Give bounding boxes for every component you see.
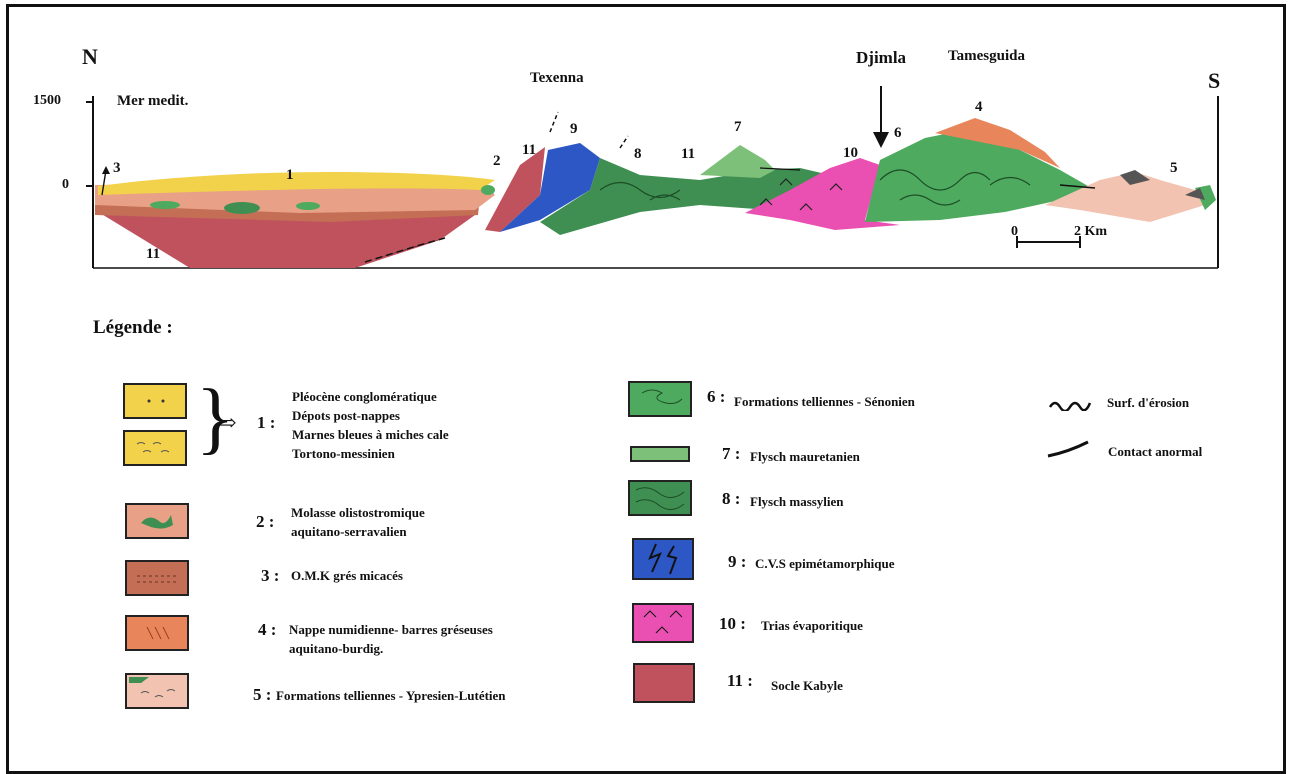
legend-7-num: 7 : [722, 444, 740, 464]
swatch-5 [125, 673, 189, 709]
legend-8-num: 8 : [722, 489, 740, 509]
unit-label-6: 6 [894, 125, 902, 142]
swatch-8 [628, 480, 692, 516]
swatch-7 [630, 446, 690, 462]
y-tick-0: 0 [62, 177, 69, 193]
legend-erosion-text: Surf. d'érosion [1107, 393, 1189, 412]
unit-label-4: 4 [975, 99, 983, 116]
unit-6-senonien [865, 128, 1095, 222]
place-djimla: Djimla [856, 48, 906, 68]
legend-1-num: 1 : [257, 413, 275, 433]
unit-label-2: 2 [493, 153, 501, 170]
scale-end: 2 Km [1074, 224, 1107, 240]
legend-3-text: O.M.K grés micacés [291, 566, 403, 585]
legend-6-text: Formations telliennes - Sénonien [734, 392, 915, 411]
arrow-icon: ⇨ [218, 410, 236, 436]
place-tamesguida: Tamesguida [948, 48, 1025, 65]
scale-start: 0 [1011, 224, 1018, 240]
swatch-4 [125, 615, 189, 651]
swatch-1b [123, 430, 187, 466]
legend-1-text: Pléocène conglomératique Dépots post-nap… [292, 387, 449, 463]
legend-6-num: 6 : [707, 387, 725, 407]
legend-2-text: Molasse olistostromique aquitano-serrava… [291, 503, 425, 541]
legend-2-num: 2 : [256, 512, 274, 532]
unit-7-mauretanien [700, 145, 775, 178]
unit-label-11c: 11 [146, 246, 160, 263]
swatch-9 [632, 538, 694, 580]
south-label: S [1208, 68, 1220, 94]
unit-label-5: 5 [1170, 160, 1178, 177]
legend-11-text: Socle Kabyle [771, 676, 843, 695]
djimla-arrow-icon [873, 132, 889, 148]
place-texenna: Texenna [530, 70, 584, 87]
erosion-surface-icon [1048, 395, 1094, 411]
unit-label-7: 7 [734, 119, 742, 136]
legend-4-num: 4 : [258, 620, 276, 640]
abnormal-contact-icon [1046, 440, 1092, 460]
legend-contact-text: Contact anormal [1108, 442, 1202, 461]
unit-label-3: 3 [113, 160, 121, 177]
swatch-2 [125, 503, 189, 539]
swatch-11 [633, 663, 695, 703]
unit-label-9: 9 [570, 121, 578, 138]
legend-10-text: Trias évaporitique [761, 616, 863, 635]
legend-10-num: 10 : [719, 614, 746, 634]
legend-4-text: Nappe numidienne- barres gréseuses aquit… [289, 620, 493, 658]
swatch-6 [628, 381, 692, 417]
place-sea: Mer medit. [117, 93, 188, 110]
swatch-3 [125, 560, 189, 596]
legend-11-num: 11 : [727, 671, 753, 691]
legend-5-text: Formations telliennes - Ypresien-Lutétie… [276, 686, 506, 705]
north-label: N [82, 44, 98, 70]
unit-label-11b: 11 [681, 146, 695, 163]
y-tick-1500: 1500 [33, 93, 61, 109]
swatch-1a [123, 383, 187, 419]
legend-9-num: 9 : [728, 552, 746, 572]
cross-section [0, 0, 1290, 300]
swatch-10 [632, 603, 694, 643]
legend-5-num: 5 : [253, 685, 271, 705]
legend-9-text: C.V.S epimétamorphique [755, 554, 895, 573]
legend-7-text: Flysch mauretanien [750, 447, 860, 466]
unit-label-10: 10 [843, 145, 858, 162]
legend-8-text: Flysch massylien [750, 492, 844, 511]
unit-label-1: 1 [286, 167, 294, 184]
unit-label-8: 8 [634, 146, 642, 163]
legend-title: Légende : [93, 317, 173, 339]
unit-label-11a: 11 [522, 142, 536, 159]
legend-3-num: 3 : [261, 566, 279, 586]
